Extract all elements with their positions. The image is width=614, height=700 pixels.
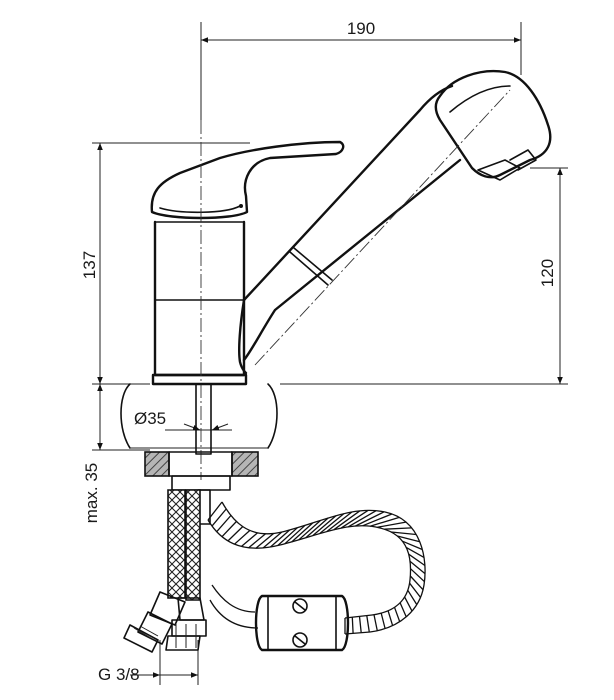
pullout-spout — [238, 69, 552, 375]
dimension-height-overall: 137 — [80, 142, 250, 385]
mixer-body — [150, 140, 345, 386]
right-nut — [231, 451, 259, 477]
dimension-190-label: 190 — [347, 19, 375, 38]
mounting-assembly — [144, 383, 259, 525]
supply-hoses — [123, 489, 207, 653]
dimension-width: 190 — [200, 19, 522, 120]
left-hose-connector — [123, 591, 186, 653]
dimension-max35-label: max. 35 — [82, 463, 101, 523]
dimension-thread: G 3/8 — [98, 640, 199, 685]
dimension-diameter-label: Ø35 — [134, 409, 166, 428]
countertop-section: Ø35 — [120, 383, 278, 449]
right-hose-connector — [165, 597, 207, 651]
hose-weight — [254, 594, 350, 652]
left-nut — [144, 451, 170, 477]
spiral-spray-hose — [207, 501, 426, 635]
dimension-spout-height: 120 — [280, 167, 568, 385]
dimension-max-thickness: max. 35 — [82, 384, 150, 523]
dimension-g38-label: G 3/8 — [98, 665, 140, 684]
center-lines — [200, 89, 511, 480]
dimension-120-label: 120 — [538, 259, 557, 287]
dimension-137-label: 137 — [80, 251, 99, 279]
